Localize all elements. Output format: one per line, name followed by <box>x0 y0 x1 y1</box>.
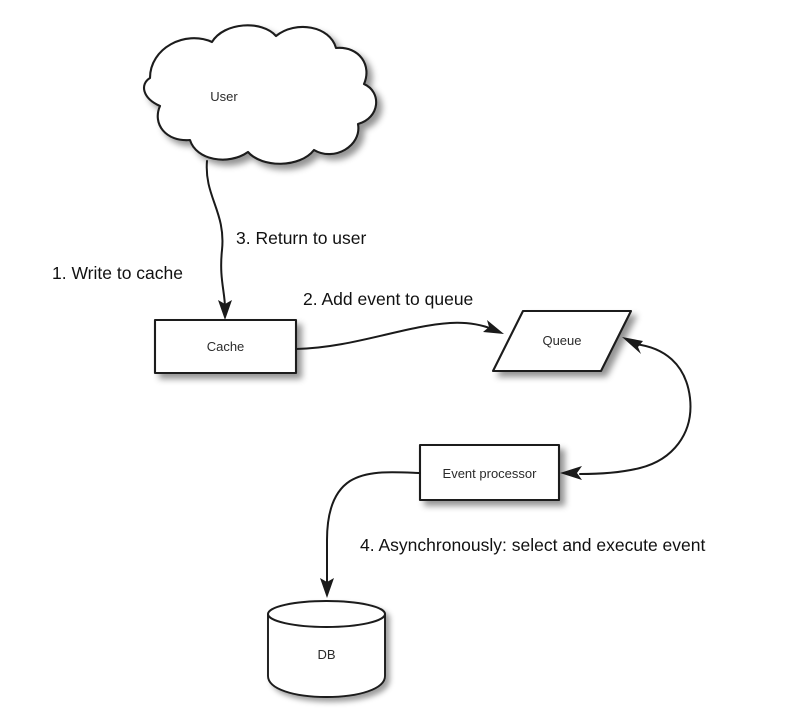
arrowhead-to-db <box>320 578 334 598</box>
node-event-processor-label: Event processor <box>443 466 538 481</box>
edge-cache-to-queue <box>295 320 504 350</box>
step-label-3: 3. Return to user <box>236 228 367 248</box>
node-user[interactable]: User <box>142 24 378 165</box>
arrowhead-to-queue <box>622 337 643 354</box>
node-db[interactable]: DB <box>267 600 386 698</box>
arrowhead-to-event-processor <box>560 466 582 480</box>
node-queue-label: Queue <box>542 333 581 348</box>
edge-event-processor-to-db <box>320 471 421 598</box>
node-queue[interactable]: Queue <box>491 309 633 373</box>
arrowhead-user-to-cache <box>218 300 232 320</box>
step-label-2: 2. Add event to queue <box>303 289 473 309</box>
step-label-1: 1. Write to cache <box>52 263 183 283</box>
step-label-4: 4. Asynchronously: select and execute ev… <box>360 535 705 555</box>
edge-event-processor-to-queue <box>560 337 692 480</box>
arrowhead-cache-to-queue <box>483 320 504 334</box>
node-cache-label: Cache <box>207 339 245 354</box>
node-event-processor[interactable]: Event processor <box>418 443 561 502</box>
node-cache[interactable]: Cache <box>153 318 298 375</box>
node-db-label: DB <box>317 647 335 662</box>
edge-user-to-cache <box>205 160 232 320</box>
node-user-label: User <box>210 89 238 104</box>
